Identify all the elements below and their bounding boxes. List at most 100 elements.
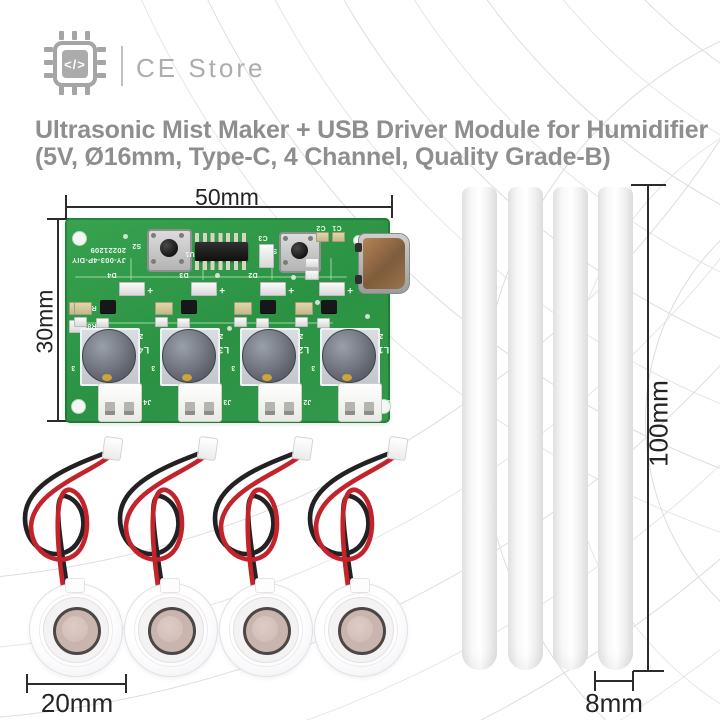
silkscreen-pad3: 3: [151, 364, 156, 371]
chip-pin: [85, 86, 90, 95]
ceramic-center: [347, 616, 373, 642]
silkscreen-d1: D1: [307, 271, 317, 278]
red-wire: [218, 451, 306, 589]
dim-label-filter-diameter: 8mm: [585, 688, 643, 718]
button-cap: [291, 242, 308, 259]
silkscreen-d2: D2: [248, 271, 258, 278]
pcb-via: [315, 300, 320, 305]
usb-pin: [355, 275, 362, 284]
dim-label-disc-diameter: 20mm: [40, 688, 114, 718]
cotton-filter-stick: [598, 187, 633, 670]
dim-tick: [594, 671, 596, 691]
pcb-via: [365, 314, 370, 319]
cotton-filter-stick: [462, 187, 497, 670]
diode-d4: [119, 282, 145, 296]
chip-pin: [72, 86, 77, 95]
solder-blob: [262, 374, 272, 381]
dim-tick: [65, 195, 67, 218]
jst-slot: [185, 402, 195, 415]
dim-line-filter-length: [647, 185, 649, 672]
dim-line-board-width: [65, 206, 393, 208]
smd-resistor: [295, 302, 313, 315]
button-cap: [160, 239, 178, 257]
chip-pin: [97, 73, 106, 78]
jst-slot: [105, 402, 115, 415]
silkscreen-plus: +: [147, 284, 154, 295]
smd-pad: [295, 317, 308, 327]
mist-disc-unit: [205, 435, 325, 681]
ceramic-center: [62, 616, 88, 642]
atomizer-disc: [29, 583, 123, 677]
decor-arc: [590, 0, 720, 52]
wire-notch: [160, 578, 180, 593]
silkscreen-l2: L2: [298, 345, 310, 355]
cap-c3: [259, 244, 274, 268]
diode-d3: [191, 282, 217, 296]
wire-loop: [117, 449, 211, 589]
decor-arc: [565, 85, 720, 720]
cap-c2: [316, 232, 329, 242]
product-title-line1: Ultrasonic Mist Maker + USB Driver Modul…: [35, 116, 708, 144]
ic-u1: [195, 242, 248, 261]
silkscreen-j3: J3: [223, 398, 232, 405]
wire-loop: [212, 449, 306, 589]
driver-module-pcb: JY-003-4P-DIY 20221209 S2 S1 U1 C3 C1: [65, 218, 410, 423]
pcb-trace: [75, 276, 347, 278]
dim-tick: [125, 674, 127, 693]
disc-ring: [324, 593, 398, 667]
transistor: [100, 300, 116, 313]
button-screw: [308, 236, 313, 241]
logo-divider: [121, 46, 123, 86]
code-icon: </>: [62, 50, 88, 78]
silkscreen-pad3: 3: [71, 364, 76, 371]
piezo-ring: [148, 607, 196, 655]
pcb-via: [291, 275, 296, 280]
silkscreen-d4: D4: [107, 271, 117, 278]
silkscreen-d3: D3: [179, 271, 189, 278]
wire-notch: [350, 578, 370, 593]
silkscreen-plus: +: [219, 284, 226, 295]
smd-resistor: [155, 302, 173, 315]
button-screw: [151, 233, 156, 238]
silkscreen-plus: +: [288, 284, 295, 295]
dim-label-filter-length: 100mm: [643, 380, 674, 467]
chip-pin: [59, 86, 64, 95]
dim-tick: [391, 195, 393, 218]
silkscreen-pad2: 2: [219, 332, 224, 339]
chip-pin: [44, 73, 53, 78]
silkscreen-j1: J1: [382, 398, 391, 405]
silkscreen-date: 20221209: [90, 246, 126, 255]
silkscreen-c1: C1: [332, 224, 342, 231]
silkscreen-j4: J4: [143, 398, 152, 405]
ic-pins: [195, 261, 248, 270]
solder-blob: [182, 374, 192, 381]
silkscreen-pad3: 3: [311, 364, 316, 371]
silkscreen-c2: C2: [316, 224, 326, 231]
pcb-trace: [330, 258, 332, 280]
ic-pins: [195, 233, 248, 242]
jst-slot: [265, 402, 275, 415]
dim-cap: [631, 184, 666, 186]
red-wire: [123, 451, 211, 589]
ceramic-center: [157, 616, 183, 642]
smd-pad: [305, 270, 319, 280]
pcb-trace: [83, 322, 333, 324]
smd-pad: [74, 317, 87, 327]
cap-c1: [332, 232, 345, 242]
jst-slot: [204, 402, 214, 415]
silkscreen-pad2: 2: [139, 332, 144, 339]
smd-pad: [256, 318, 269, 328]
atomizer-disc: [219, 583, 313, 677]
store-logo: </>: [44, 31, 106, 95]
cotton-filter-stick: [508, 187, 543, 670]
dim-cap: [47, 218, 69, 220]
jst-connector-j3: [178, 383, 222, 422]
silkscreen-c3: C3: [258, 234, 268, 241]
silkscreen-j2: J2: [303, 398, 312, 405]
jst-slot: [345, 402, 355, 415]
jst-connector-j4: [98, 383, 142, 422]
button-screw: [179, 259, 184, 264]
mounting-hole: [72, 231, 87, 246]
black-wire: [22, 449, 111, 589]
usb-shell: [363, 238, 405, 289]
